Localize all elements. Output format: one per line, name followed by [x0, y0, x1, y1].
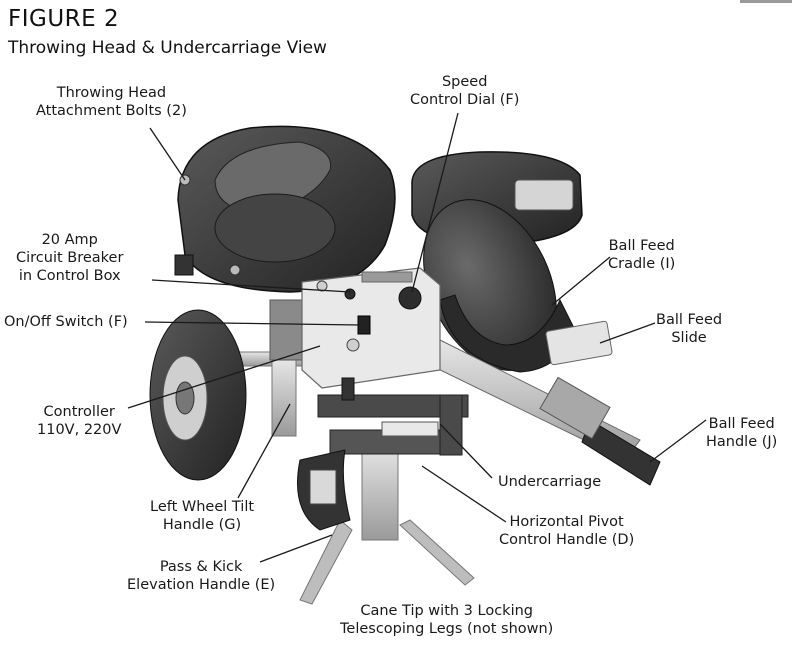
leader-speed-dial — [411, 112, 459, 293]
label-wheel-tilt: Left Wheel Tilt Handle (G) — [150, 499, 255, 533]
leader-wheel-tilt — [237, 403, 291, 499]
label-pivot-handle: Horizontal Pivot Control Handle (D) — [499, 514, 635, 548]
leader-lines — [127, 112, 707, 563]
control-box — [301, 267, 441, 401]
left-wheel — [149, 309, 247, 481]
speed-dial-knob — [398, 286, 422, 310]
elevation-bracket — [297, 449, 351, 531]
figure-subtitle: Throwing Head & Undercarriage View — [8, 38, 327, 58]
leader-feed-cradle — [551, 256, 611, 306]
undercarriage-bracket — [317, 394, 469, 456]
leader-elevation-handle — [259, 534, 333, 563]
label-undercarriage: Undercarriage — [498, 474, 602, 490]
label-elevation-handle: Pass & Kick Elevation Handle (E) — [127, 559, 276, 593]
leader-feed-handle — [649, 419, 707, 463]
figure-title: FIGURE 2 — [8, 6, 120, 32]
label-cane-tip: Cane Tip with 3 Locking Telescoping Legs… — [340, 603, 554, 637]
left-throwing-head — [174, 125, 396, 293]
leader-undercarriage — [439, 423, 493, 479]
label-onoff-switch: On/Off Switch (F) — [4, 314, 128, 330]
tripod-legs — [299, 444, 475, 605]
leader-onoff-switch — [144, 321, 361, 326]
label-feed-slide: Ball Feed Slide — [656, 312, 723, 346]
ball-feed-handle — [539, 376, 661, 486]
label-feed-handle: Ball Feed Handle (J) — [706, 416, 778, 450]
leader-attachment-bolts — [149, 127, 186, 181]
center-post — [361, 444, 399, 541]
leader-circuit-breaker — [151, 279, 351, 293]
label-controller: Controller 110V, 220V — [37, 404, 122, 438]
attachment-bolt — [229, 264, 241, 276]
axle-frame — [214, 299, 336, 437]
leader-controller — [127, 345, 321, 409]
label-circuit-breaker: 20 Amp Circuit Breaker in Control Box — [16, 232, 124, 284]
label-attachment-bolts: Throwing Head Attachment Bolts (2) — [36, 85, 187, 119]
leader-feed-slide — [599, 322, 656, 344]
circuit-breaker-button — [344, 288, 356, 300]
label-speed-dial: Speed Control Dial (F) — [410, 74, 520, 108]
page-corner-mark — [740, 0, 792, 3]
label-feed-cradle: Ball Feed Cradle (I) — [608, 238, 676, 272]
leader-pivot-handle — [421, 465, 507, 523]
